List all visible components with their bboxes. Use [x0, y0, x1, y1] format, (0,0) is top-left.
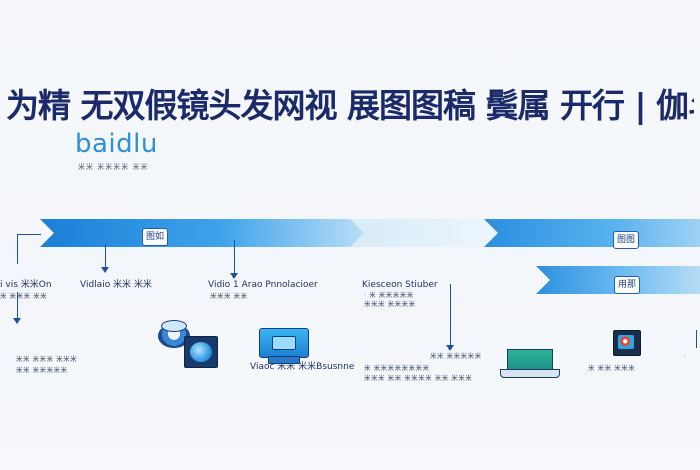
node-6-sub: 米 米米 米米米	[588, 364, 636, 372]
node-3-caption: Viaoc 米米 米米Bsusnne	[250, 362, 355, 372]
node-5-sub: 米米 米米米米米	[430, 352, 482, 360]
globe-monitor-icon	[184, 336, 218, 368]
timeline-band-3	[484, 219, 700, 247]
node-1-sub3: 米米 米米米米米	[16, 366, 68, 374]
node-4-sub2: 米米米 米米米米	[364, 300, 416, 308]
node-4-sub3: 米 米米米米米米米米	[364, 364, 430, 372]
video-player-icon	[259, 328, 309, 358]
tv-icon	[613, 330, 641, 356]
disc-lid-icon	[161, 320, 187, 332]
connector-elbow-1	[17, 234, 41, 235]
node-3-label: Vidio 1 Arao Pnnolacioer	[208, 280, 318, 290]
connector-line-4	[450, 284, 451, 346]
connector-line-1	[17, 234, 18, 264]
laptop-icon	[507, 349, 553, 371]
connector-line-2	[105, 244, 106, 268]
laptop-base-icon	[500, 369, 560, 378]
arrow-down-icon	[446, 345, 454, 351]
edge-mark: ·	[684, 352, 687, 360]
arrow-down-icon	[13, 318, 21, 324]
connector-line-3	[234, 240, 235, 274]
page-title: 为精 无双假镜头发网视 展图图稿 鬓属 开行 | 伽斗键里	[6, 86, 694, 125]
connector-line-5	[17, 292, 18, 318]
timeline-band-2	[350, 219, 506, 247]
connector-line-6	[696, 330, 697, 348]
node-4-label: Kiesceon Stiuber	[362, 280, 438, 290]
brand-subtitle: 米米 米米米米 米米	[78, 163, 149, 171]
timeline-tag-1: 图如	[142, 228, 169, 246]
node-1-label: i vis 米米On	[0, 280, 52, 290]
brand-logo-text: baidlu	[75, 129, 158, 159]
timeline-tag-3: 用那	[614, 276, 641, 294]
video-player-base-icon	[268, 356, 300, 364]
node-2-label: Vidlaio 米米 米米	[80, 280, 152, 290]
node-1-sub2: 米米 米米米 米米米	[16, 355, 78, 363]
node-4-sub: · 米 米米米米米	[364, 291, 414, 299]
node-3-sub: 米米米 米米	[210, 292, 248, 300]
arrow-down-icon	[101, 267, 109, 273]
arrow-down-icon	[230, 273, 238, 279]
timeline-band-1	[40, 219, 370, 247]
node-1-sub: 米 米米米 米米	[0, 292, 48, 300]
timeline-tag-2: 图图	[613, 231, 640, 249]
node-4-sub4: 米米米 米米 米米米米 米米 米米米	[364, 374, 473, 382]
